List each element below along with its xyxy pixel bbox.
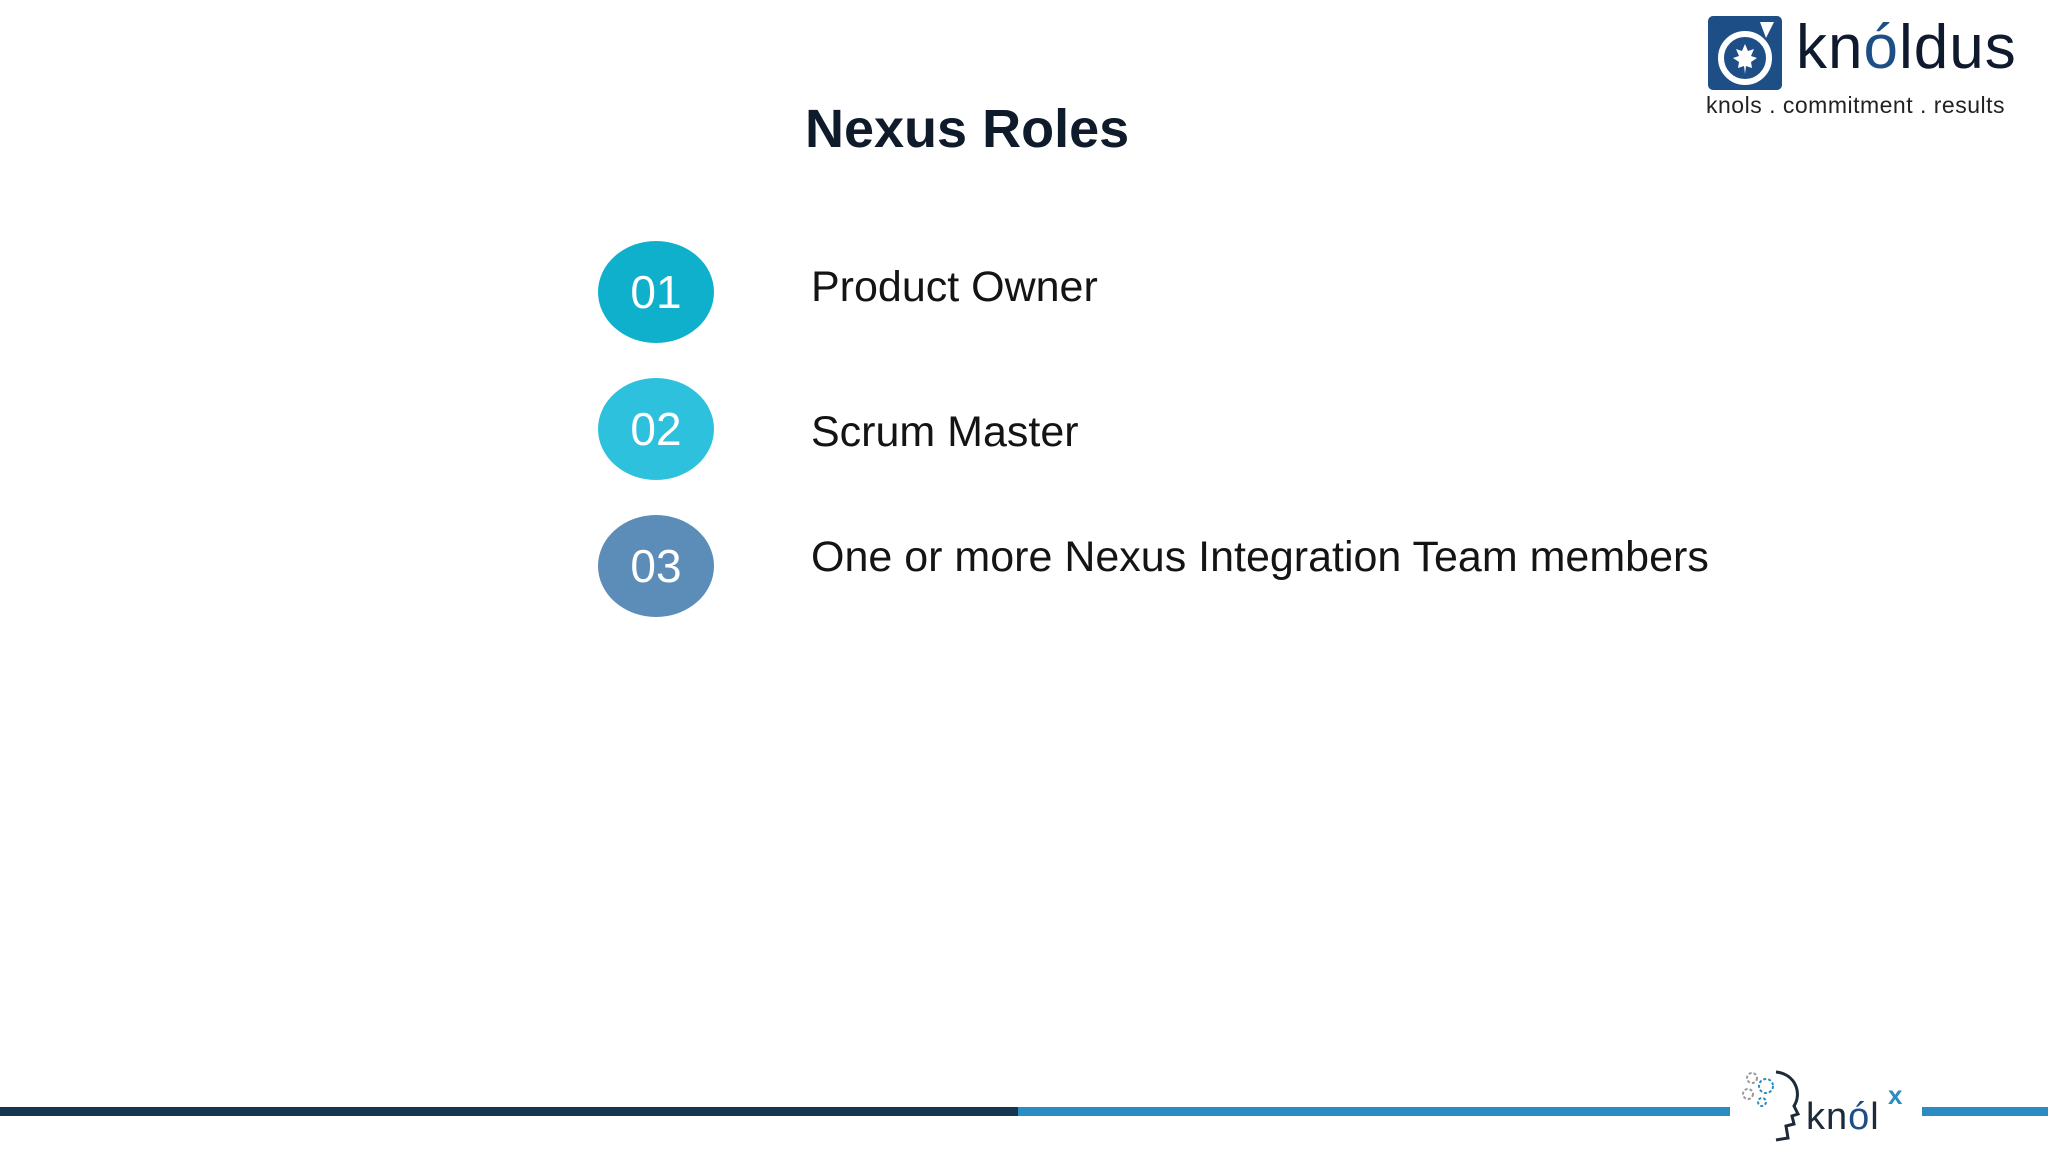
knolx-superscript: x xyxy=(1888,1080,1903,1110)
role-number: 01 xyxy=(630,266,682,318)
logo-tagline: knols . commitment . results xyxy=(1706,92,2006,118)
knolx-logo: knól x xyxy=(1730,1052,1922,1152)
maple-leaf-icon xyxy=(1718,22,1774,85)
role-number-badge: 03 xyxy=(598,515,714,617)
role-number: 02 xyxy=(630,403,682,455)
footer-bar-light-right xyxy=(1922,1107,2048,1116)
footer-bar-dark xyxy=(0,1107,1018,1116)
logo-wordmark: knóldus xyxy=(1796,13,2017,82)
logo-badge xyxy=(1708,16,1782,90)
role-item-1: 01 Product Owner xyxy=(598,241,1798,343)
slide-title: Nexus Roles xyxy=(805,99,1130,159)
role-number-badge: 02 xyxy=(598,378,714,480)
role-item-2: 02 Scrum Master xyxy=(598,378,1798,480)
role-label: One or more Nexus Integration Team membe… xyxy=(811,533,1709,581)
role-item-3: 03 One or more Nexus Integration Team me… xyxy=(598,515,1798,617)
head-gears-icon xyxy=(1742,1070,1801,1142)
role-number: 03 xyxy=(630,540,682,592)
role-label: Product Owner xyxy=(811,263,1098,311)
knolx-wordmark: knól xyxy=(1806,1096,1880,1138)
footer-bar-light xyxy=(1018,1107,1730,1116)
knoldus-logo: knóldus knols . commitment . results xyxy=(1706,13,2024,120)
role-number-badge: 01 xyxy=(598,241,714,343)
role-label: Scrum Master xyxy=(811,408,1079,456)
